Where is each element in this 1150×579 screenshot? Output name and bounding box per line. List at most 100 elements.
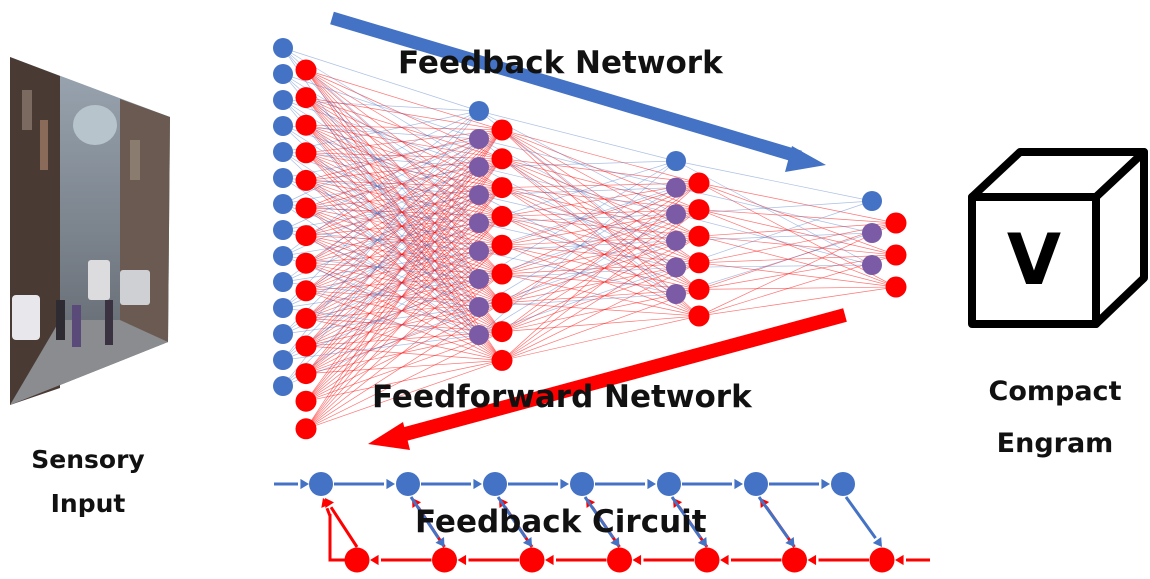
feedback-connection <box>675 232 873 295</box>
feedforward-connection <box>305 69 503 160</box>
feedforward-connection <box>305 290 503 304</box>
circuit-red-node <box>694 547 720 573</box>
feedforward-node <box>295 197 317 219</box>
feedforward-connection <box>501 158 700 210</box>
feedback-node <box>862 223 882 243</box>
feedback-connection <box>282 222 480 361</box>
feedforward-connection <box>305 69 503 361</box>
sensory-input-label-line2: Input <box>51 489 126 518</box>
feedforward-connection <box>305 152 503 188</box>
feedforward-connection <box>305 187 503 347</box>
feedforward-connection <box>305 124 503 160</box>
feedback-connection <box>478 110 677 162</box>
feedforward-connection <box>305 152 503 332</box>
feedforward-connection <box>501 289 700 332</box>
circuit-down-arrow <box>757 496 795 547</box>
feedforward-node <box>491 119 513 141</box>
feedback-circuit-label: Feedback Circuit <box>415 504 707 540</box>
feedforward-connection <box>305 152 503 246</box>
feedforward-connection <box>698 182 897 256</box>
circuit-blue-node <box>483 472 507 496</box>
feedforward-node <box>885 276 907 298</box>
circuit-red-node <box>344 547 370 573</box>
feedforward-node <box>885 212 907 234</box>
feedback-connection <box>675 213 873 266</box>
engram-cube-icon <box>968 148 1148 328</box>
feedback-connection <box>282 99 480 224</box>
feedback-connection <box>282 125 480 252</box>
feedforward-connection <box>305 244 503 264</box>
feedback-connection <box>478 267 677 336</box>
feedback-node <box>666 151 686 171</box>
feedback-connection <box>282 73 480 252</box>
feedforward-connection <box>501 235 700 304</box>
feedforward-connection <box>305 152 503 275</box>
feedforward-connection <box>501 262 700 332</box>
feedforward-node <box>295 280 317 302</box>
feedforward-node <box>491 263 513 285</box>
feedforward-connection <box>305 262 503 304</box>
circuit-red-arrow <box>457 554 519 566</box>
feedforward-connection <box>305 290 503 361</box>
feedback-connection <box>675 264 873 268</box>
feedforward-connection <box>501 216 700 264</box>
feedforward-connection <box>305 345 503 361</box>
feedback-connection <box>282 307 480 336</box>
feedforward-connection <box>501 289 700 361</box>
feedback-node <box>273 90 293 110</box>
feedback-node <box>469 325 489 345</box>
feedback-node <box>273 350 293 370</box>
feedforward-connection <box>501 302 700 317</box>
feedforward-connection <box>305 360 503 402</box>
feedforward-node <box>295 307 317 329</box>
circuit-down-arrow <box>583 496 620 547</box>
feedforward-connection <box>305 180 503 361</box>
feedforward-node <box>491 205 513 227</box>
feedforward-connection <box>305 216 503 319</box>
feedforward-connection <box>501 216 700 237</box>
feedback-node <box>273 116 293 136</box>
feedback-node <box>666 204 686 225</box>
feedback-connection <box>478 160 677 280</box>
feedback-node <box>273 64 293 84</box>
feedforward-node <box>688 305 710 327</box>
feedforward-connection <box>501 273 700 290</box>
feedback-node <box>666 230 686 251</box>
circuit-red-arrow <box>807 554 869 566</box>
feedback-connection <box>282 203 480 280</box>
feedback-node <box>273 168 293 188</box>
feedback-network-label: Feedback Network <box>398 45 724 81</box>
feedforward-connection <box>305 187 503 264</box>
feedforward-connection <box>305 244 503 430</box>
circuit-up-arrow <box>321 498 332 517</box>
feedforward-connection <box>305 187 503 209</box>
feedforward-connection <box>305 207 503 217</box>
feedback-connection <box>282 138 480 231</box>
feedforward-node <box>295 59 317 81</box>
feedforward-connection <box>698 209 897 224</box>
feedforward-node <box>491 321 513 343</box>
circuit-blue-arrow <box>334 478 395 490</box>
feedback-node <box>469 241 489 261</box>
feedback-node <box>862 255 882 275</box>
feedback-node <box>273 376 293 396</box>
circuit-blue-arrow <box>595 478 656 490</box>
feedforward-connection <box>305 187 503 319</box>
feedforward-node <box>688 225 710 247</box>
feedforward-connection <box>501 182 700 304</box>
feedforward-connection <box>305 124 503 131</box>
feedback-connection <box>282 73 480 140</box>
feedforward-connection <box>305 124 503 332</box>
feedback-connection <box>478 194 677 295</box>
feedforward-node <box>295 390 317 412</box>
feedback-connection <box>282 194 480 387</box>
feedforward-connection <box>305 97 503 188</box>
feedforward-connection <box>501 315 700 332</box>
feedforward-connection <box>698 182 897 224</box>
feedforward-node <box>295 335 317 357</box>
feedback-connection <box>282 255 480 336</box>
feedforward-connection <box>305 360 503 374</box>
feedback-connection <box>282 306 480 335</box>
feedback-connection <box>282 203 480 336</box>
feedforward-connection <box>698 209 897 288</box>
